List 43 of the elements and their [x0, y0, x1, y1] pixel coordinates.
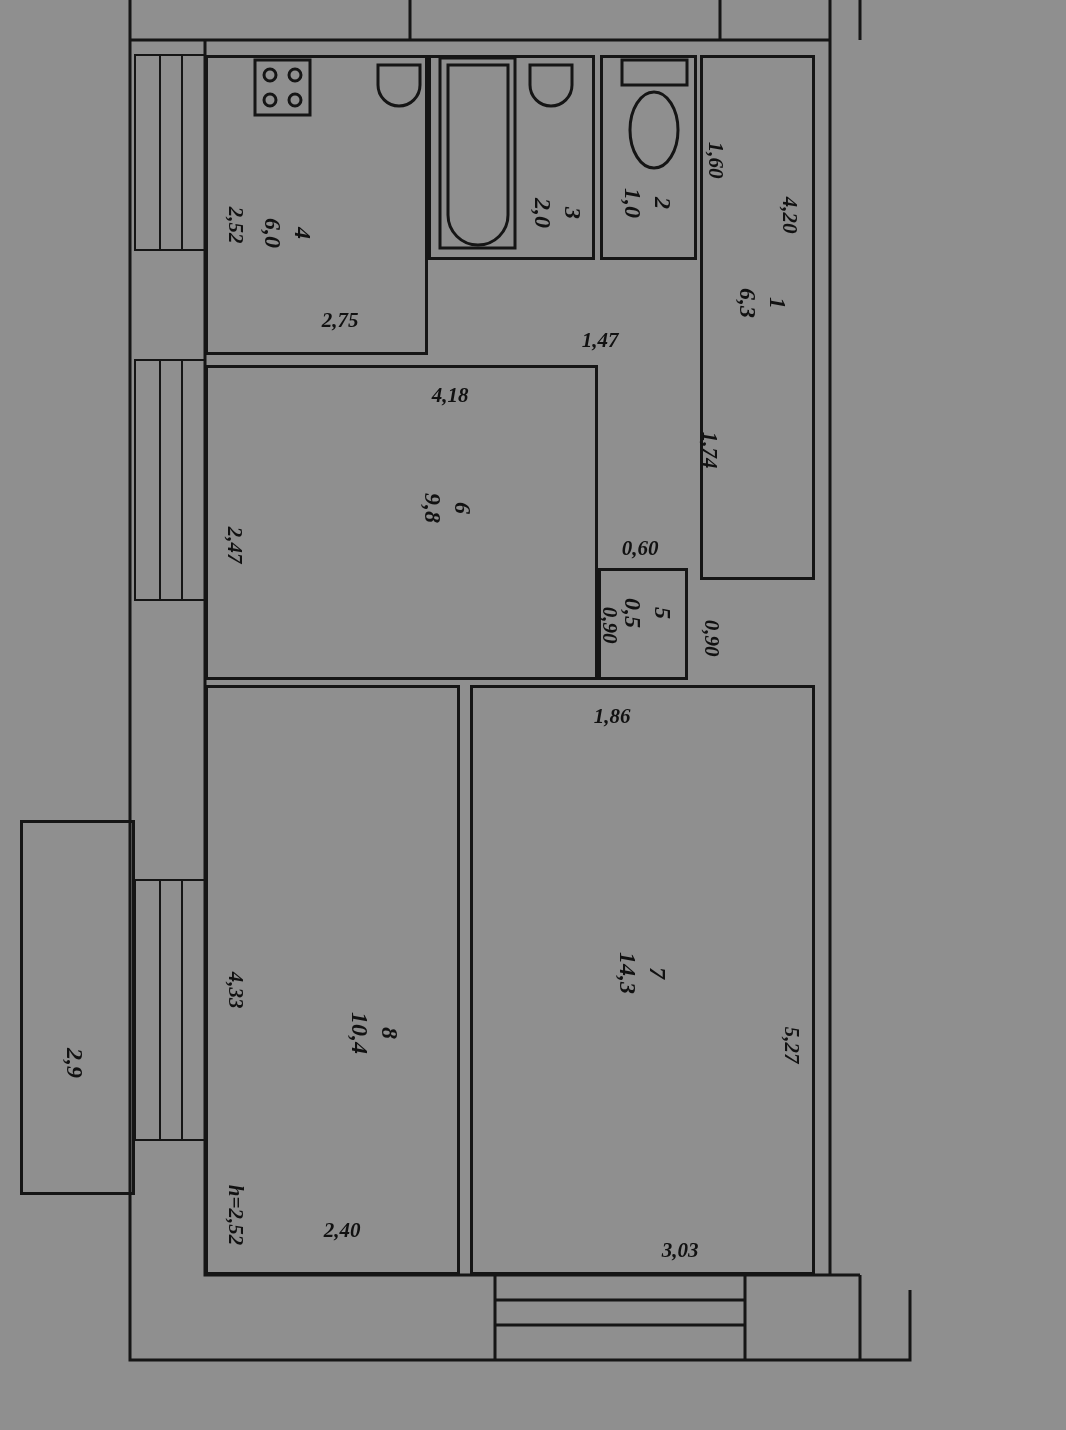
room-number: 1 — [764, 297, 792, 309]
dimension-label: 0,90 — [701, 619, 723, 657]
dimension-label: 5,27 — [781, 1026, 803, 1064]
room-outline — [598, 568, 688, 680]
area-value: 2,9 — [61, 1048, 89, 1078]
room-outline — [428, 55, 595, 260]
room-outline — [205, 685, 460, 1275]
dimension-label: 1,86 — [593, 705, 631, 727]
room-outline — [205, 365, 598, 680]
area-value: 10,4 — [346, 1012, 374, 1054]
room-number: 2 — [649, 197, 677, 209]
area-value: 6,3 — [734, 288, 762, 318]
dimension-label: 2,52 — [225, 206, 247, 244]
area-value: 2,0 — [529, 198, 557, 228]
dimension-label: 0,90 — [599, 606, 621, 644]
room-number: 8 — [376, 1027, 404, 1039]
ceiling-height-label: h=2,52 — [225, 1184, 247, 1246]
dimension-label: 4,18 — [431, 384, 469, 406]
area-value: 14,3 — [614, 952, 642, 994]
area-value: 1,0 — [619, 188, 647, 218]
room-outline — [205, 55, 428, 355]
dimension-label: 3,03 — [661, 1239, 699, 1261]
dimension-label: 2,75 — [321, 309, 359, 331]
balcony-outline — [20, 820, 135, 1195]
area-value: 9,8 — [419, 493, 447, 523]
dimension-label: 4,20 — [779, 196, 801, 234]
dimension-label: 2,40 — [323, 1219, 361, 1241]
dimension-label: 1,60 — [705, 141, 727, 179]
room-number: 3 — [559, 207, 587, 219]
dimension-label: 0,60 — [621, 537, 659, 559]
room-number: 4 — [289, 227, 317, 239]
room-outline — [700, 55, 815, 580]
dimension-label: 4,33 — [225, 971, 247, 1009]
dimension-label: 2,47 — [224, 526, 246, 564]
room-outline — [470, 685, 815, 1275]
room-number: 7 — [644, 967, 672, 979]
dimension-label: 1,74 — [699, 431, 721, 469]
room-number: 6 — [449, 502, 477, 514]
room-outline — [600, 55, 697, 260]
area-value: 0,5 — [619, 598, 647, 628]
dimension-label: 1,47 — [581, 329, 619, 351]
area-value: 6,0 — [259, 218, 287, 248]
room-number: 5 — [649, 607, 677, 619]
